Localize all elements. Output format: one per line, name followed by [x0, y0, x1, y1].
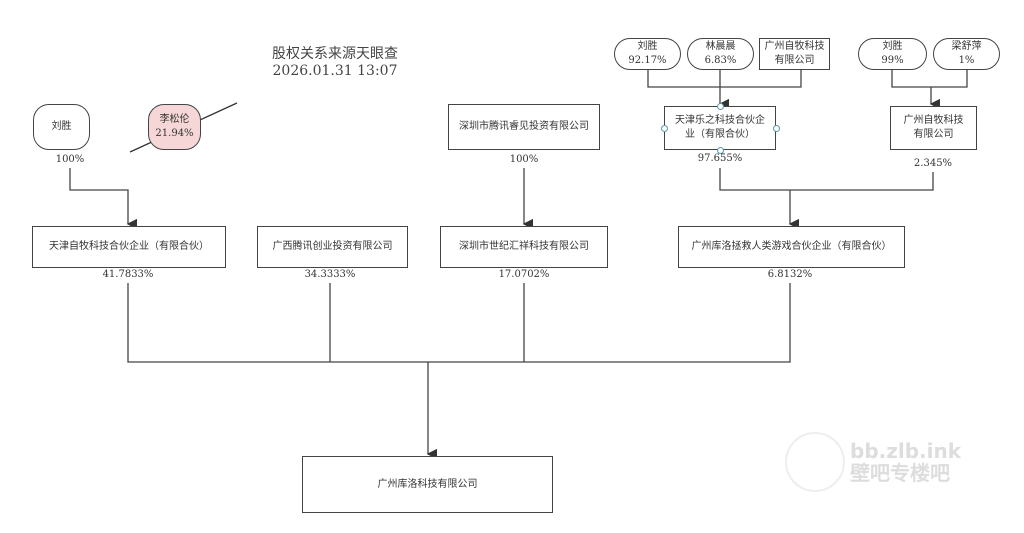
selection-handle[interactable]: [773, 125, 780, 132]
pct-label: 99%: [881, 55, 904, 66]
pct-label: 6.8132%: [767, 269, 813, 280]
node-name: 广州库洛拯救人类游戏合伙企业（有限合伙）: [691, 241, 892, 252]
node-tianjin-zimu[interactable]: 天津自牧科技合伙企业（有限合伙）: [32, 226, 226, 268]
node-lisonglun[interactable]: 李松伦 21.94%: [148, 104, 201, 150]
node-name: 广州自牧科技: [903, 115, 964, 126]
pct-label: 100%: [509, 154, 539, 165]
node-name: 梁舒萍: [951, 41, 982, 52]
node-guangxi-tencent[interactable]: 广西腾讯创业投资有限公司: [257, 226, 408, 268]
node-name: 刘胜: [882, 41, 903, 52]
node-top-zimu[interactable]: 广州自牧科技有限公司: [759, 38, 830, 70]
diagram-title: 股权关系来源天眼查 2026.01.31 13:07: [272, 46, 398, 80]
title-text: 股权关系来源天眼查: [272, 46, 398, 62]
pct-label: 21.94%: [155, 128, 194, 139]
node-name: 天津自牧科技合伙企业（有限合伙）: [49, 241, 209, 252]
pct-label: 100%: [55, 154, 85, 165]
node-top-linchenchen[interactable]: 林晨晨 6.83%: [687, 38, 754, 70]
node-top-liusheng2[interactable]: 刘胜 99%: [858, 38, 927, 70]
node-name: 刘胜: [637, 41, 658, 52]
node-top-liusheng[interactable]: 刘胜 92.17%: [614, 38, 681, 70]
node-name: 业（有限合伙）: [685, 129, 755, 140]
pct-label: 34.3333%: [304, 269, 356, 280]
selection-handle[interactable]: [717, 103, 724, 110]
node-name: 广州自牧科技: [764, 41, 825, 52]
node-name: 林晨晨: [705, 41, 736, 52]
node-name: 广州库洛科技有限公司: [377, 478, 478, 490]
pct-label: 2.345%: [913, 158, 953, 169]
watermark-line2: 壁吧专楼吧: [850, 461, 950, 485]
node-tianjin-lezhi[interactable]: 天津乐之科技合伙企业（有限合伙）: [664, 106, 776, 150]
edge-top-right-group: [891, 70, 968, 104]
edge-to-kuro: [127, 283, 791, 454]
pct-label: 92.17%: [628, 55, 667, 66]
edge-liusheng-tianjin: [69, 168, 138, 230]
node-top-liangshuping[interactable]: 梁舒萍 1%: [933, 38, 1000, 70]
node-kuro-zhengjiu[interactable]: 广州库洛拯救人类游戏合伙企业（有限合伙）: [678, 226, 905, 268]
node-liusheng[interactable]: 刘胜: [33, 104, 90, 150]
node-name: 李松伦: [159, 114, 190, 125]
pct-label: 17.0702%: [498, 269, 550, 280]
watermark-line1: bb.zlb.ink: [850, 439, 962, 463]
pct-label: 97.655%: [697, 153, 743, 164]
pct-label: 41.7833%: [102, 269, 154, 280]
node-name: 深圳市腾讯睿见投资有限公司: [459, 121, 589, 132]
node-name: 深圳市世纪汇祥科技有限公司: [459, 241, 589, 252]
node-shiji-huixiang[interactable]: 深圳市世纪汇祥科技有限公司: [440, 226, 608, 268]
timestamp: 2026.01.31 13:07: [272, 63, 398, 79]
edge-top-left-group: [647, 70, 802, 104]
node-name: 有限公司: [913, 129, 954, 140]
node-guangzhou-zimu[interactable]: 广州自牧科技有限公司: [890, 106, 977, 150]
node-name: 有限公司: [774, 55, 815, 66]
node-name: 刘胜: [51, 121, 72, 132]
node-name: 广西腾讯创业投资有限公司: [272, 241, 393, 252]
pct-label: 1%: [958, 55, 975, 66]
selection-handle[interactable]: [661, 125, 668, 132]
node-name: 天津乐之科技合伙企: [675, 115, 765, 126]
node-kuro[interactable]: 广州库洛科技有限公司: [302, 456, 553, 513]
node-tencent-ruijian[interactable]: 深圳市腾讯睿见投资有限公司: [448, 104, 600, 150]
edge-to-kuro-zhengjiu: [719, 168, 934, 224]
pct-label: 6.83%: [704, 55, 737, 66]
watermark-logo-icon: [785, 432, 845, 492]
selection-handle[interactable]: [717, 147, 724, 154]
